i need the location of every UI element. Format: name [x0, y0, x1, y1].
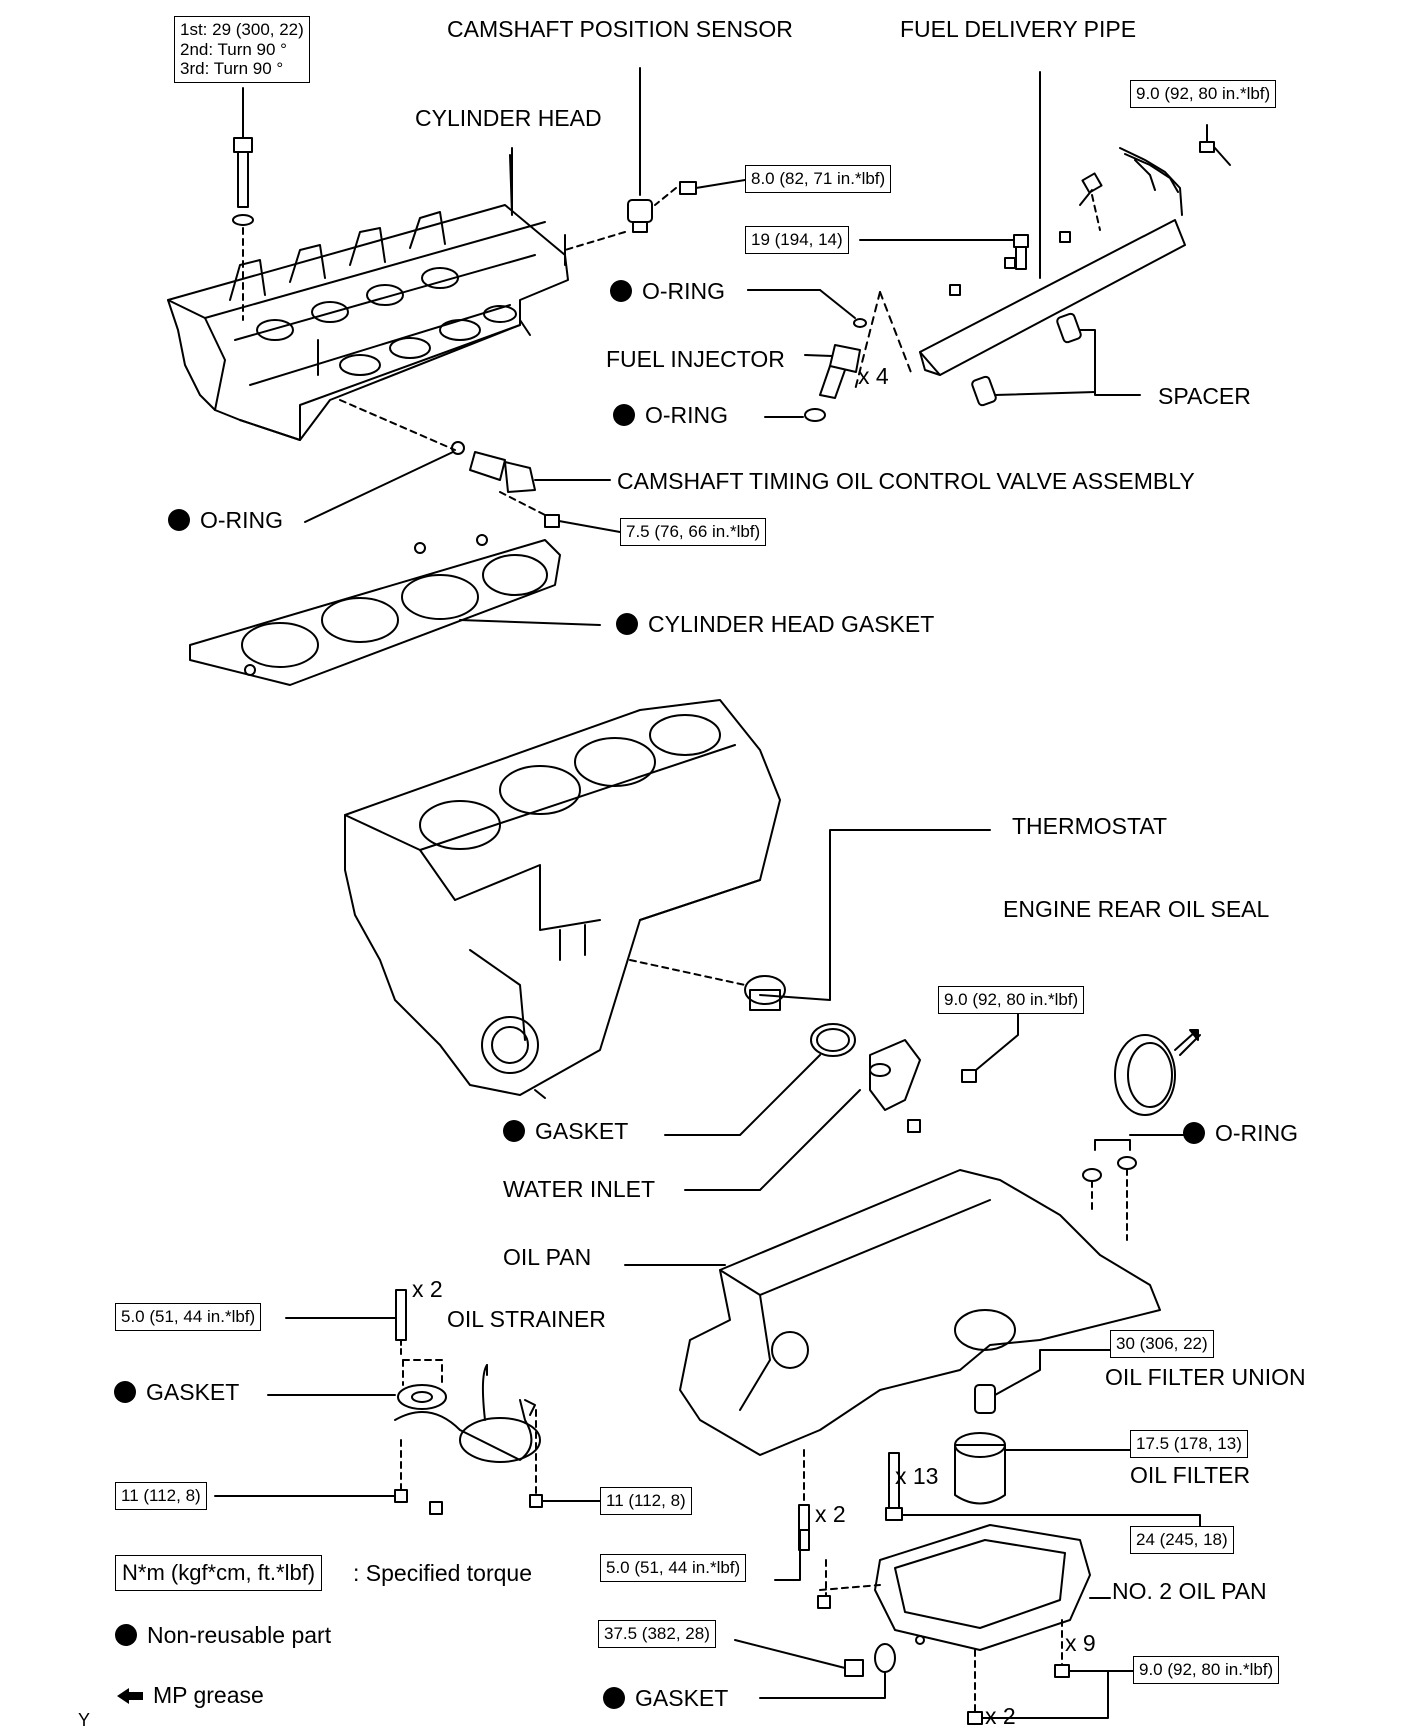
label-o-ring-4-text: O-RING: [1215, 1120, 1299, 1146]
label-fuel-injector: FUEL INJECTOR: [606, 346, 785, 372]
label-gasket-1-text: GASKET: [535, 1118, 629, 1144]
label-camshaft-position-sensor: CAMSHAFT POSITION SENSOR: [447, 16, 793, 42]
torque-box-filter-union: 30 (306, 22): [1110, 1330, 1214, 1358]
non-reusable-dot: [616, 613, 638, 635]
label-o-ring-2-text: O-RING: [645, 402, 729, 428]
label-gasket-1: GASKET: [503, 1120, 628, 1143]
non-reusable-dot: [603, 1687, 625, 1709]
mult-stud-lower: x 2: [815, 1501, 846, 1527]
non-reusable-dot: [503, 1120, 525, 1142]
label-cylinder-head: CYLINDER HEAD: [415, 105, 602, 131]
legend-torque-desc: : Specified torque: [353, 1560, 533, 1586]
label-rear-oil-seal: ENGINE REAR OIL SEAL: [1003, 896, 1270, 922]
torque-box-stud-lower: 5.0 (51, 44 in.*lbf): [600, 1554, 747, 1582]
torque-box-ocv-bolt: 7.5 (76, 66 in.*lbf): [620, 518, 767, 546]
label-ocv: CAMSHAFT TIMING OIL CONTROL VALVE ASSEMB…: [617, 468, 1195, 494]
mult-no2-pan-bolts: x 9: [1065, 1630, 1096, 1656]
torque-box-head-bolt: 1st: 29 (300, 22) 2nd: Turn 90 ° 3rd: Tu…: [174, 16, 310, 83]
label-gasket-2: GASKET: [114, 1381, 239, 1404]
mult-stud-top: x 2: [412, 1276, 443, 1302]
torque-head-bolt-line-1: 1st: 29 (300, 22): [180, 20, 304, 39]
label-fuel-delivery-pipe: FUEL DELIVERY PIPE: [900, 16, 1137, 42]
delivery-pipe-bolt: [859, 234, 1029, 270]
label-o-ring-4: O-RING: [1183, 1122, 1298, 1145]
non-reusable-dot: [610, 280, 632, 302]
torque-box-drain-plug: 37.5 (382, 28): [598, 1620, 716, 1648]
torque-head-bolt-line-3: 3rd: Turn 90 °: [180, 59, 284, 79]
head-bolt: [232, 87, 254, 321]
label-o-ring-1: O-RING: [610, 280, 725, 303]
label-oil-strainer: OIL STRAINER: [447, 1306, 606, 1332]
cylinder-head: [167, 147, 569, 441]
legend-non-reusable-text: Non-reusable part: [147, 1622, 332, 1648]
oil-pan-o-rings: [1082, 1134, 1186, 1241]
legend-non-reusable: Non-reusable part: [115, 1622, 331, 1649]
torque-box-delivery-pipe-top: 9.0 (92, 80 in.*lbf): [1130, 80, 1277, 108]
no2-oil-pan: [817, 1524, 1111, 1651]
non-reusable-dot: [168, 509, 190, 531]
fuel-delivery-pipe: [919, 71, 1231, 407]
label-o-ring-2: O-RING: [613, 404, 728, 427]
torque-box-stud-top: 5.0 (51, 44 in.*lbf): [115, 1303, 262, 1331]
torque-box-delivery-pipe-bolt: 19 (194, 14): [745, 226, 849, 254]
torque-head-bolt-line-2: 2nd: Turn 90 °: [180, 39, 287, 59]
leader-lines: [509, 154, 771, 291]
non-reusable-dot: [613, 404, 635, 426]
camshaft-position-sensor: [564, 67, 746, 251]
oil-pan-stud-lower: [774, 1449, 810, 1581]
water-inlet: [684, 1011, 1019, 1191]
torque-box-oil-filter: 17.5 (178, 13): [1130, 1430, 1248, 1458]
label-cylinder-head-gasket: CYLINDER HEAD GASKET: [616, 613, 934, 636]
mult-pan-bolts: x 13: [895, 1463, 939, 1489]
label-o-ring-3-text: O-RING: [200, 507, 284, 533]
label-o-ring-3: O-RING: [168, 509, 283, 532]
oil-pan: [624, 1169, 1161, 1456]
non-reusable-dot: [115, 1624, 137, 1646]
label-gasket-3-text: GASKET: [635, 1685, 729, 1711]
legend-torque-unit: N*m (kgf*cm, ft.*lbf): [115, 1555, 323, 1591]
mp-grease-arrow-icon: [117, 1688, 143, 1704]
water-inlet-gasket: [664, 1023, 856, 1136]
torque-box-strainer-right: 11 (112, 8): [600, 1487, 692, 1515]
no2-pan-bolts: [967, 1619, 1134, 1725]
legend-mp-grease-text: MP grease: [153, 1682, 264, 1708]
label-oil-pan: OIL PAN: [503, 1244, 592, 1270]
cylinder-head-gasket: [189, 534, 601, 686]
label-gasket-2-text: GASKET: [146, 1379, 240, 1405]
mult-no2-pan-bolts-b: x 2: [985, 1703, 1016, 1729]
label-oil-filter: OIL FILTER: [1130, 1462, 1251, 1488]
non-reusable-dot: [114, 1381, 136, 1403]
cylinder-block: [344, 699, 781, 1099]
torque-box-no2-pan-bolt: 9.0 (92, 80 in.*lbf): [1133, 1656, 1280, 1684]
label-head-gasket-text: CYLINDER HEAD GASKET: [648, 611, 935, 637]
torque-box-water-inlet: 9.0 (92, 80 in.*lbf): [938, 986, 1085, 1014]
mult-injector: x 4: [858, 363, 889, 389]
ocv-assembly: [304, 399, 621, 533]
label-gasket-3: GASKET: [603, 1687, 728, 1710]
torque-box-cam-sensor: 8.0 (82, 71 in.*lbf): [745, 165, 892, 193]
torque-box-strainer-left: 11 (112, 8): [115, 1482, 207, 1510]
oil-filter-union: [974, 1349, 1111, 1414]
oil-strainer: [214, 1289, 601, 1515]
engine-rear-oil-seal: [1114, 1029, 1201, 1116]
label-o-ring-1-text: O-RING: [642, 278, 726, 304]
drain-plug: [734, 1639, 896, 1699]
non-reusable-dot: [1183, 1122, 1205, 1144]
torque-box-oil-pan-bolt: 24 (245, 18): [1130, 1526, 1234, 1554]
oil-filter: [954, 1432, 1131, 1505]
footer-mark: Y: [78, 1710, 91, 1730]
label-thermostat: THERMOSTAT: [1012, 813, 1168, 839]
thermostat: [629, 829, 991, 1011]
label-no2-oil-pan: NO. 2 OIL PAN: [1112, 1578, 1267, 1604]
label-water-inlet: WATER INLET: [503, 1176, 656, 1202]
label-spacer: SPACER: [1158, 383, 1251, 409]
label-oil-filter-union: OIL FILTER UNION: [1105, 1364, 1306, 1390]
legend-mp-grease: MP grease: [115, 1682, 264, 1709]
